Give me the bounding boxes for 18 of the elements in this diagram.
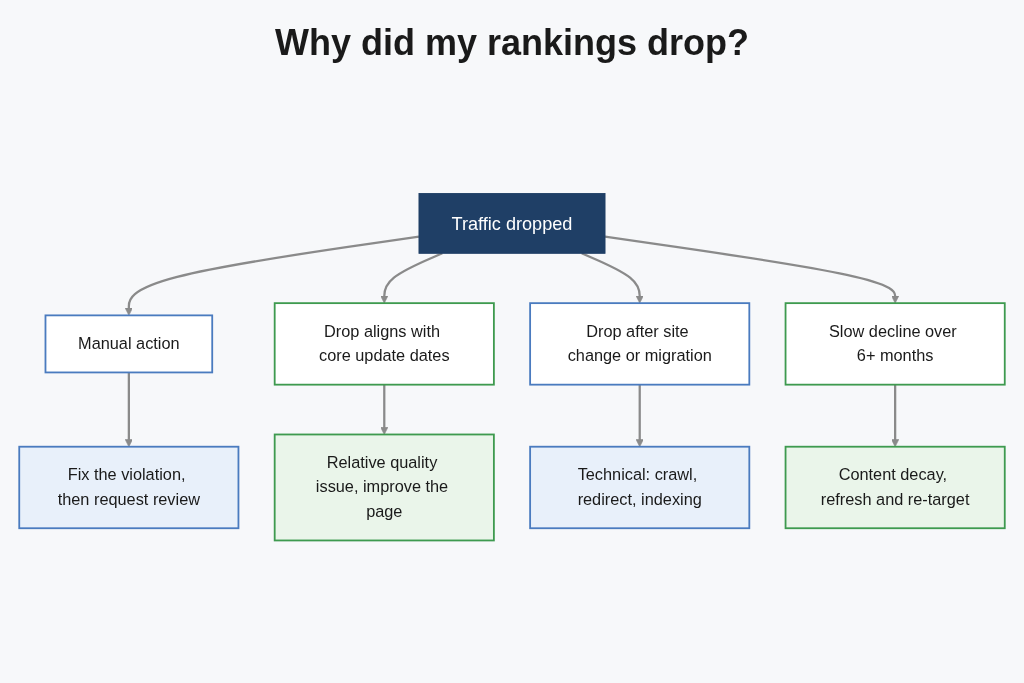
arrow <box>581 252 644 304</box>
node-box: Slow decline over 6+ months <box>784 302 1006 386</box>
node-box: Traffic dropped <box>418 193 606 254</box>
node-box: Manual action <box>44 314 214 374</box>
node-box: Fix the violation, then request review <box>18 445 240 530</box>
node-box: Drop after site change or migration <box>529 302 751 386</box>
arrow <box>380 384 389 435</box>
arrow <box>604 235 900 304</box>
arrow <box>380 252 443 304</box>
arrow <box>124 235 420 316</box>
arrow <box>891 384 900 448</box>
node-box: Drop aligns with core update dates <box>273 302 495 386</box>
arrow <box>635 384 644 448</box>
arrow <box>124 372 133 448</box>
node-box: Technical: crawl, redirect, indexing <box>529 445 751 530</box>
node-box: Content decay, refresh and re-target <box>784 445 1006 530</box>
diagram-title: Why did my rankings drop? <box>274 22 750 64</box>
node-box: Relative quality issue, improve the page <box>273 433 495 542</box>
